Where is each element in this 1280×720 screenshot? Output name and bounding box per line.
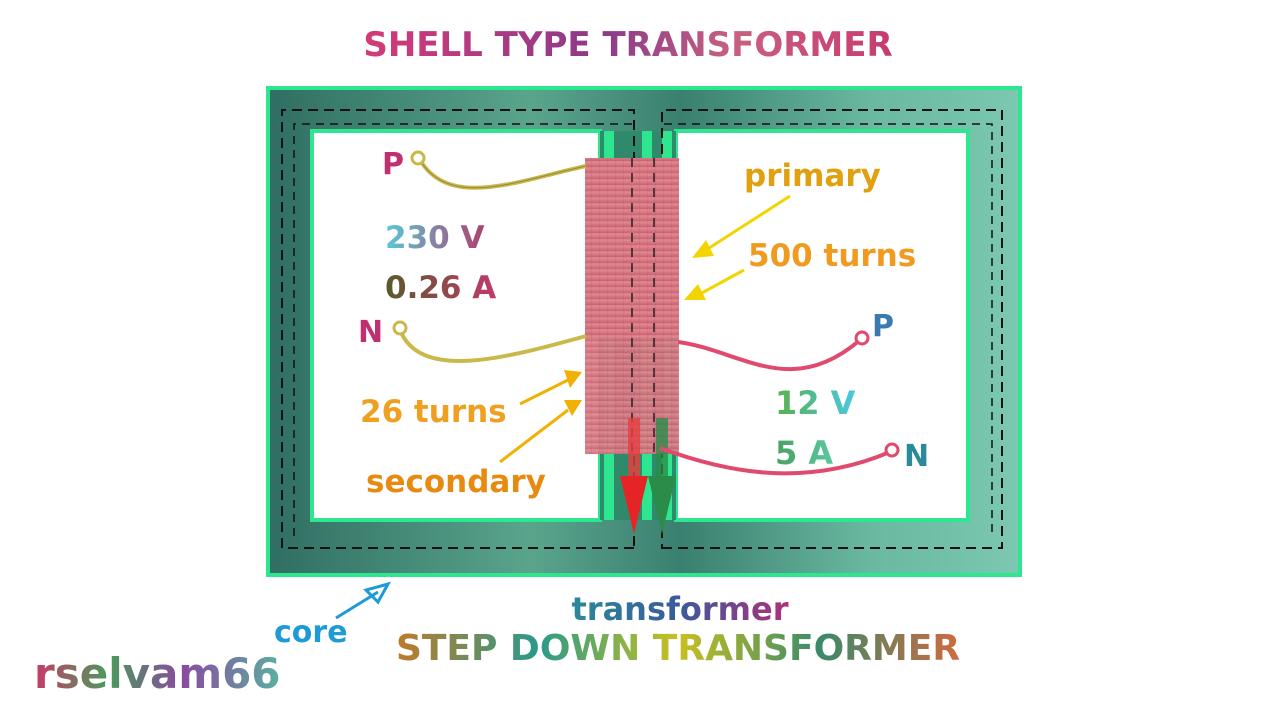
secondary-turns-arrow — [519, 370, 582, 406]
primary-turns-annotation: 500 turns — [748, 238, 916, 274]
primary-neutral-terminal — [392, 320, 408, 336]
primary-current: 0.26 A — [385, 270, 496, 306]
transformer-label: transformer — [571, 590, 788, 628]
secondary-annotation: secondary — [366, 464, 546, 500]
secondary-phase-wire — [677, 338, 862, 372]
secondary-annotation-arrow — [499, 400, 582, 464]
subtitle: STEP DOWN TRANSFORMER — [396, 628, 960, 669]
primary-phase-terminal — [410, 150, 426, 166]
secondary-phase-label: P — [872, 309, 894, 344]
primary-phase-label: P — [382, 147, 404, 182]
core-window-left — [310, 129, 602, 522]
primary-neutral-label: N — [358, 315, 383, 350]
secondary-turns-annotation: 26 turns — [360, 394, 507, 430]
flux-arrow-red — [620, 418, 648, 534]
primary-voltage: 230 V — [385, 220, 485, 256]
secondary-neutral-label: N — [904, 439, 929, 474]
primary-annotation: primary — [744, 158, 881, 194]
core-annotation: core — [274, 615, 348, 650]
watermark: rselvam66 — [34, 649, 281, 698]
secondary-phase-terminal — [854, 330, 870, 346]
secondary-neutral-terminal — [884, 442, 900, 458]
primary-turns-arrow — [684, 268, 745, 300]
secondary-voltage: 12 V — [775, 384, 856, 422]
secondary-neutral-wire — [659, 446, 891, 476]
core-window-right — [674, 129, 970, 522]
core-annotation-arrow — [335, 581, 392, 620]
diagram-title: SHELL TYPE TRANSFORMER — [363, 25, 892, 65]
winding-coil — [585, 158, 679, 454]
secondary-current: 5 A — [775, 434, 833, 472]
primary-annotation-arrow — [692, 194, 791, 258]
primary-neutral-wire — [398, 329, 587, 363]
